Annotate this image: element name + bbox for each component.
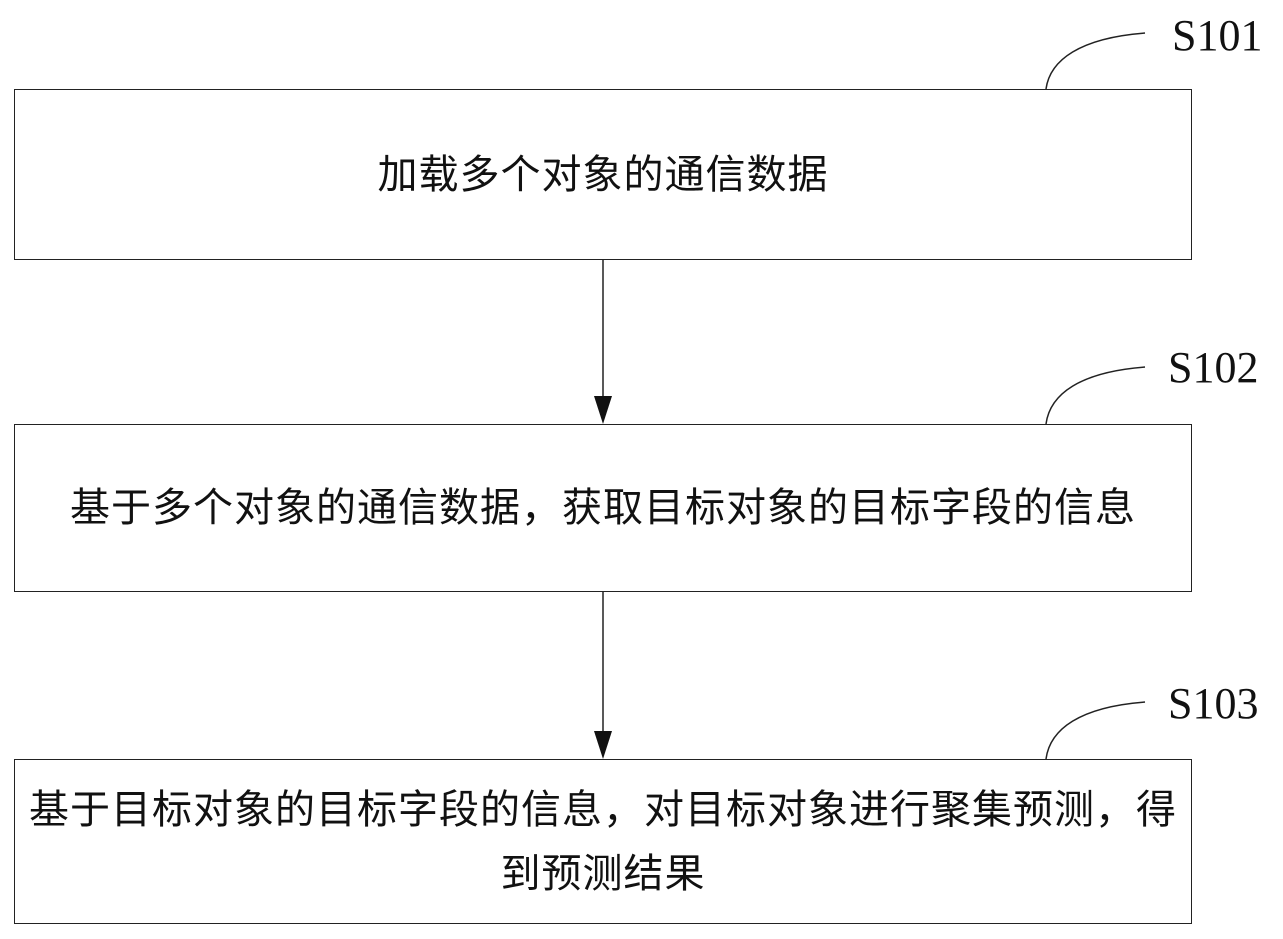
arrow-s101-to-s102-head: [594, 396, 612, 424]
step-box-s102: 基于多个对象的通信数据，获取目标对象的目标字段的信息: [14, 424, 1192, 592]
step-label-s101: S101: [1172, 11, 1263, 60]
label-leader-s103: [1045, 701, 1146, 760]
step-text-s103: 基于目标对象的目标字段的信息，对目标对象进行聚集预测，得到预测结果: [29, 786, 1177, 897]
step-text-s101: 加载多个对象的通信数据: [377, 151, 829, 198]
label-leader-s102: [1045, 366, 1146, 425]
step-label-s102: S102: [1168, 343, 1259, 392]
step-box-s103: 基于目标对象的目标字段的信息，对目标对象进行聚集预测，得到预测结果: [14, 759, 1192, 924]
label-leader-s101: [1045, 32, 1146, 90]
arrow-s102-to-s103-head: [594, 731, 612, 759]
step-text-s102: 基于多个对象的通信数据，获取目标对象的目标字段的信息: [70, 485, 1136, 531]
step-label-s103: S103: [1168, 679, 1259, 728]
step-box-s101: 加载多个对象的通信数据: [14, 89, 1192, 260]
